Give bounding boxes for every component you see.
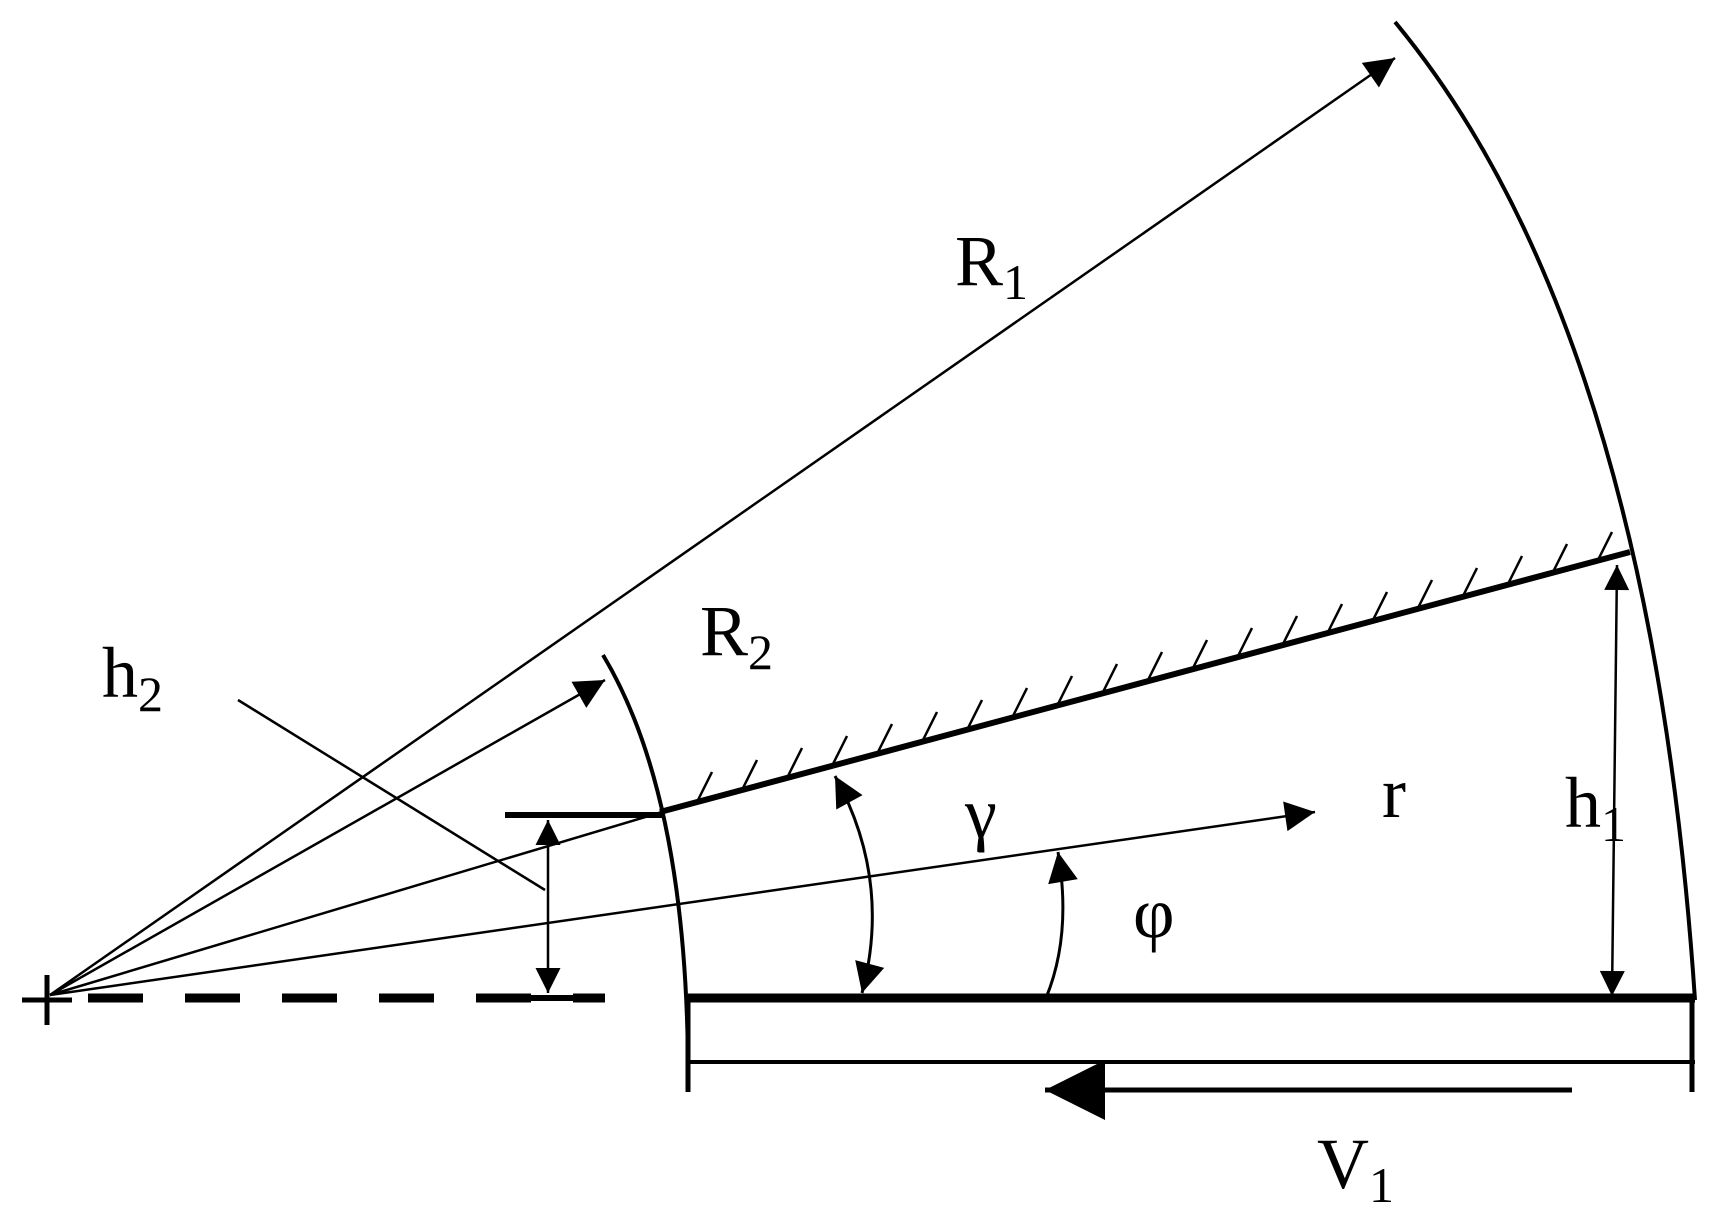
- inclined-surface: [659, 549, 1631, 815]
- h1-dimension-arrow: [1599, 564, 1630, 997]
- label-V1: V1: [1317, 1124, 1394, 1213]
- label-phi: φ: [1133, 873, 1175, 953]
- label-h1: h1: [1565, 763, 1626, 852]
- center-point-marker: [22, 975, 72, 1025]
- radius-R1-line: [49, 56, 1396, 997]
- inner-arc-R2: [601, 653, 691, 1093]
- surface-hatching: [695, 531, 1614, 803]
- label-R1: R1: [955, 221, 1028, 310]
- label-gamma: γ: [964, 773, 997, 853]
- label-R2: R2: [700, 591, 773, 680]
- radius-R2-line: [49, 678, 606, 997]
- surface-extension-line: [49, 810, 663, 997]
- gamma-angle-arc: [833, 775, 885, 994]
- label-r: r: [1382, 753, 1406, 833]
- label-h2: h2: [102, 633, 163, 722]
- workpiece-strip: [685, 993, 1695, 1092]
- phi-angle-arc: [1044, 851, 1078, 999]
- outer-arc-R1: [1393, 20, 1697, 1001]
- h2-leader-line: [237, 698, 546, 892]
- radial-r-direction: [49, 801, 1316, 997]
